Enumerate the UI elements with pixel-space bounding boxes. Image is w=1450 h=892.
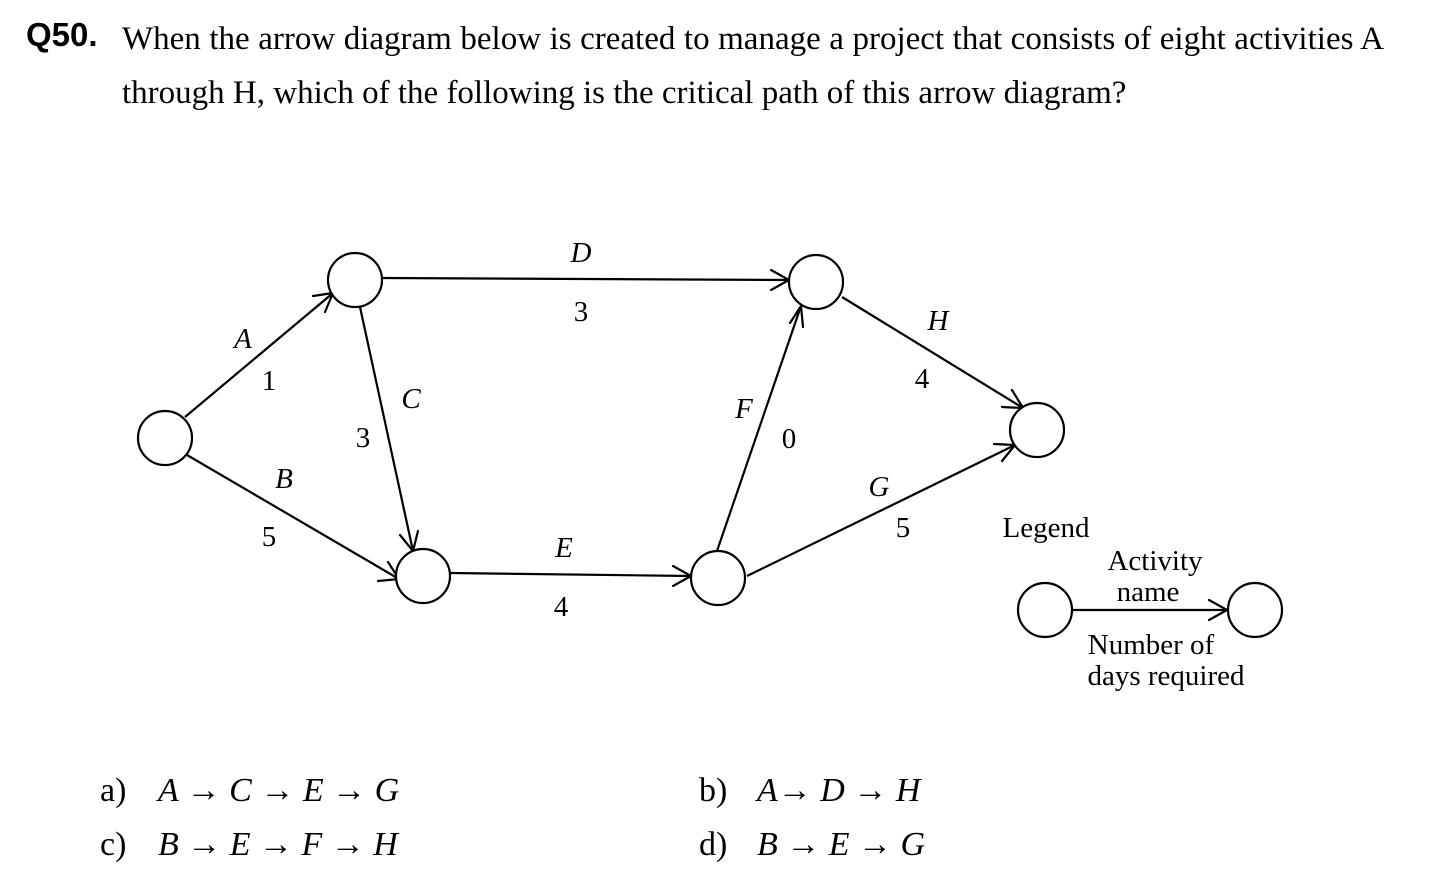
node-2 [326, 251, 384, 309]
choice-a-path: A → C → E → G [158, 772, 400, 809]
choice-b[interactable]: b) A→ D → H [699, 772, 920, 810]
node-5 [787, 253, 845, 311]
edge-G [746, 442, 1017, 577]
edge-B-days: 5 [262, 521, 277, 553]
edge-A [184, 291, 335, 418]
legend-activity-label-1: Activity [1107, 545, 1203, 577]
legend-days-label-1: Number of [1088, 629, 1215, 661]
choice-c-letter: c) [100, 826, 127, 863]
legend-title: Legend [1003, 512, 1090, 544]
edge-C-name: C [401, 383, 421, 415]
node-4 [689, 549, 747, 607]
edge-D-name: D [570, 237, 592, 269]
legend-node-to [1226, 581, 1284, 639]
legend: Legend Activity name Number of days requ… [1003, 512, 1284, 692]
question-text: When the arrow diagram below is created … [122, 21, 1384, 111]
choice-d-path: B → E → G [757, 826, 926, 863]
legend-days-label-2: days required [1087, 660, 1245, 692]
edge-F-days: 0 [782, 423, 797, 455]
edge-F [715, 304, 805, 552]
choice-d[interactable]: d) B → E → G [699, 826, 925, 864]
edge-A-name: A [232, 323, 252, 355]
edge-G-name: G [869, 471, 890, 503]
legend-activity-label-2: name [1117, 576, 1180, 608]
node-end [1008, 401, 1066, 459]
node-start [136, 409, 194, 467]
edge-D [382, 268, 791, 292]
edge-H-days: 4 [915, 363, 930, 395]
edge-A-days: 1 [262, 365, 277, 397]
question-number: Q50. [26, 16, 98, 53]
choice-c[interactable]: c) B → E → F → H [100, 826, 398, 864]
edge-B [186, 454, 401, 583]
choice-a-letter: a) [100, 772, 127, 809]
choice-b-letter: b) [699, 772, 728, 809]
edge-E [450, 564, 693, 588]
choice-b-path: A→ D → H [757, 772, 921, 809]
choice-a[interactable]: a) A → C → E → G [100, 772, 399, 810]
edge-E-days: 4 [554, 591, 569, 623]
edge-D-days: 3 [574, 296, 589, 328]
edge-E-name: E [554, 532, 573, 564]
choice-d-letter: d) [699, 826, 728, 863]
edge-B-name: B [275, 463, 293, 495]
choice-c-path: B → E → F → H [158, 826, 398, 863]
edge-F-name: F [734, 393, 753, 425]
edge-H-name: H [927, 305, 951, 337]
edge-G-days: 5 [896, 512, 911, 544]
edge-C-days: 3 [356, 422, 371, 454]
legend-node-from [1016, 581, 1074, 639]
node-3 [394, 547, 452, 605]
